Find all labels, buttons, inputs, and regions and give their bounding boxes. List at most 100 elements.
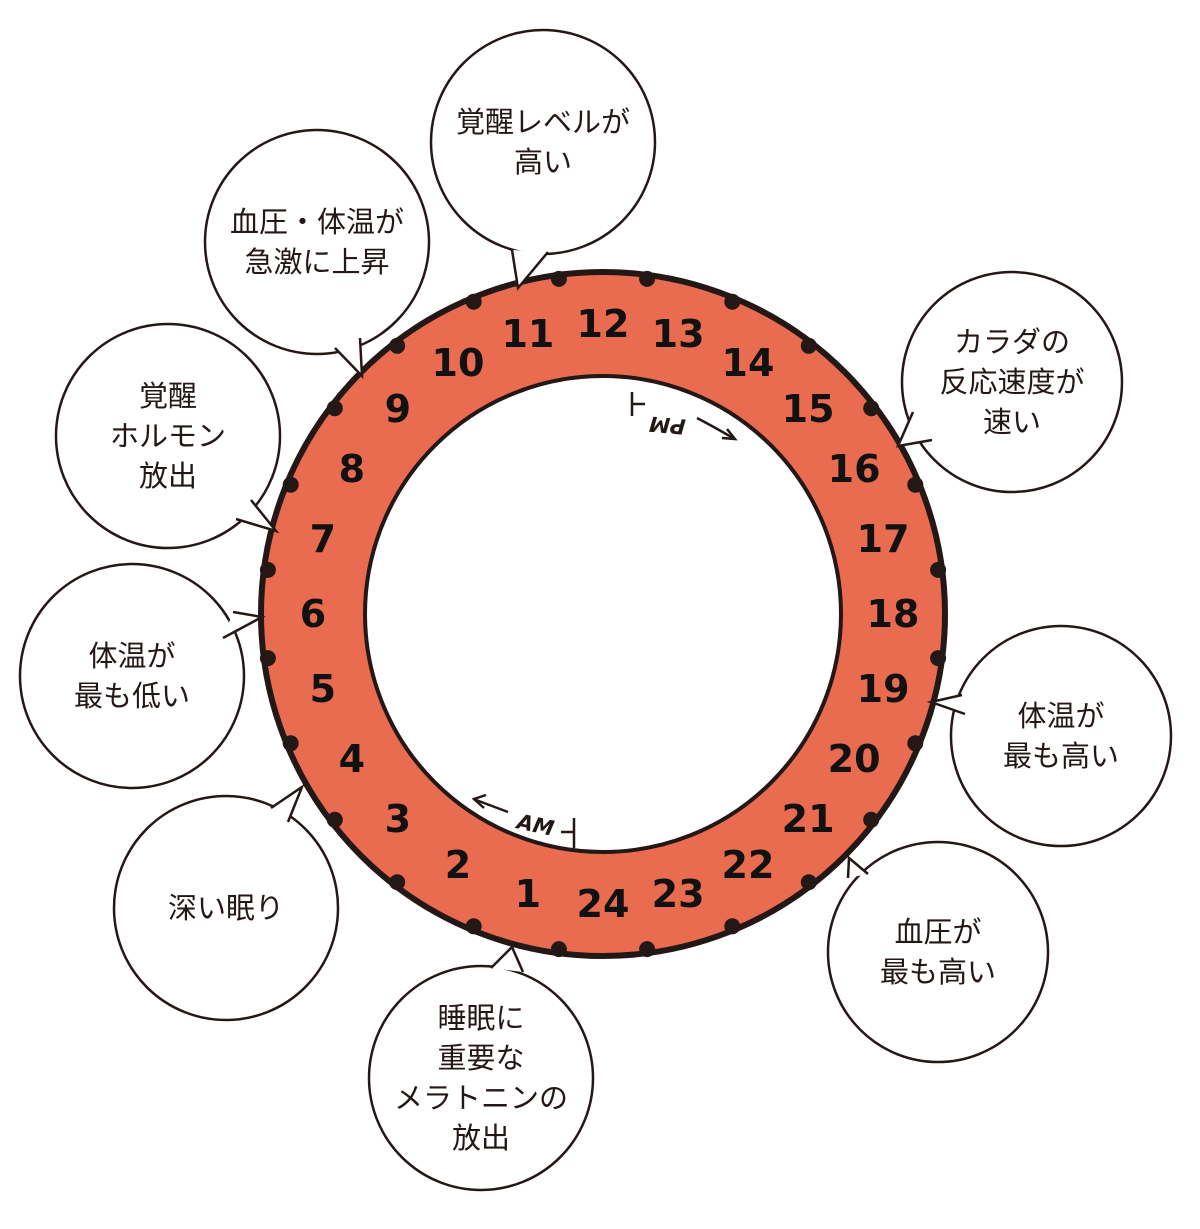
bubble-outline [18, 562, 246, 790]
tick-dot [550, 270, 567, 287]
tick-dot [907, 476, 924, 493]
tick-dot [282, 735, 299, 752]
bubble-tail [235, 499, 280, 534]
hour-number: 11 [501, 312, 554, 356]
hour-number: 19 [857, 667, 910, 711]
hour-number: 8 [339, 447, 365, 491]
hour-number: 15 [782, 387, 835, 431]
hour-number: 12 [577, 302, 630, 346]
tick-dot [863, 811, 880, 828]
tick-dot [389, 874, 406, 891]
bubble-tail [334, 337, 364, 380]
hour-number: 1 [515, 872, 541, 916]
bubble-text-line: 覚醒 [139, 379, 197, 413]
hour-number: 13 [652, 312, 705, 356]
hour-number: 10 [432, 341, 485, 385]
bubble-text-line: 高い [514, 145, 572, 179]
annotation-bubbles: 覚醒レベルが高い血圧・体温が急激に上昇覚醒ホルモン放出体温が最も低い深い眠り睡眠… [18, 28, 1173, 1192]
bubble-text-line: 血圧・体温が [230, 205, 404, 239]
tick-dot [282, 476, 299, 493]
bubble-tail [222, 610, 266, 640]
bubble-outline [949, 624, 1173, 848]
bubble-tail [846, 855, 869, 879]
bubble-outline [826, 840, 1050, 1064]
hour-number: 20 [828, 737, 881, 781]
bubble-tail [895, 411, 933, 448]
tick-dot [800, 874, 817, 891]
am-arrow-icon [475, 798, 509, 814]
hour-number: 9 [385, 387, 411, 431]
tick-dot [930, 650, 947, 667]
tick-dot [930, 561, 947, 578]
am-arrowhead-icon [471, 793, 487, 809]
hour-number: 24 [577, 882, 630, 926]
bubble-text-line: 体温が [88, 639, 175, 673]
bubble-outline [112, 794, 340, 1022]
hour-number: 23 [652, 872, 705, 916]
bubble-text-line: 覚醒レベルが [456, 105, 630, 139]
hour-number: 17 [857, 517, 910, 561]
tick-dot [465, 293, 482, 310]
hour-number: 22 [722, 843, 775, 887]
hour-number: 18 [867, 592, 920, 636]
hour-tick-dots [259, 270, 947, 958]
hour-number: 2 [445, 843, 471, 887]
bubble-text-line: 反応速度が [939, 365, 1084, 399]
hour-number: 6 [300, 592, 326, 636]
bubble-outline [203, 128, 431, 356]
hour-number: 5 [310, 667, 336, 711]
bubble-text-line: 重要な [437, 1041, 524, 1075]
bubble-text-line: 急激に上昇 [244, 245, 389, 279]
tick-dot [326, 400, 343, 417]
tick-dot [907, 735, 924, 752]
tick-dot [326, 811, 343, 828]
clock-ring [258, 269, 948, 959]
tick-dot [639, 941, 656, 958]
tick-dot [465, 918, 482, 935]
bubble-text-line: 体温が [1017, 699, 1104, 733]
hour-number: 14 [722, 341, 775, 385]
tick-dot [863, 400, 880, 417]
bubble-text-line: 血圧が [894, 915, 981, 949]
pm-label: PM [648, 411, 686, 438]
tick-dot [259, 561, 276, 578]
bubble-tail [270, 783, 305, 823]
hour-number: 7 [310, 517, 336, 561]
bubble-outline [429, 28, 657, 256]
tick-dot [724, 293, 741, 310]
bubble-outline [900, 270, 1124, 494]
bubble-text-line: 最も低い [74, 679, 190, 713]
ring-center-hole [363, 374, 843, 854]
bubble-text-line: カラダの [954, 325, 1070, 359]
tick-dot [259, 650, 276, 667]
bubble-tail [926, 693, 966, 716]
bubble-text-line: 最も高い [880, 955, 996, 989]
pm-marker: PM [630, 392, 738, 441]
hour-number: 16 [828, 447, 881, 491]
hour-number: 3 [385, 797, 411, 841]
tick-dot [639, 270, 656, 287]
bubble-deep-sleep: 深い眠り [112, 783, 340, 1022]
pm-arrowhead-icon [721, 428, 738, 441]
bubble-text-line: メラトニンの [394, 1081, 568, 1115]
bubble-outline [367, 964, 595, 1192]
bubble-text-line: 速い [983, 405, 1041, 439]
bubble-outline [54, 322, 282, 550]
bubble-text-line: 最も高い [1003, 739, 1119, 773]
tick-dot [550, 941, 567, 958]
tick-dot [389, 337, 406, 354]
bubble-text-line: 放出 [452, 1121, 510, 1155]
bubble-tail [510, 249, 549, 291]
bubble-text-line: 放出 [139, 459, 197, 493]
hour-number: 21 [782, 797, 835, 841]
bubble-tail [490, 944, 525, 973]
